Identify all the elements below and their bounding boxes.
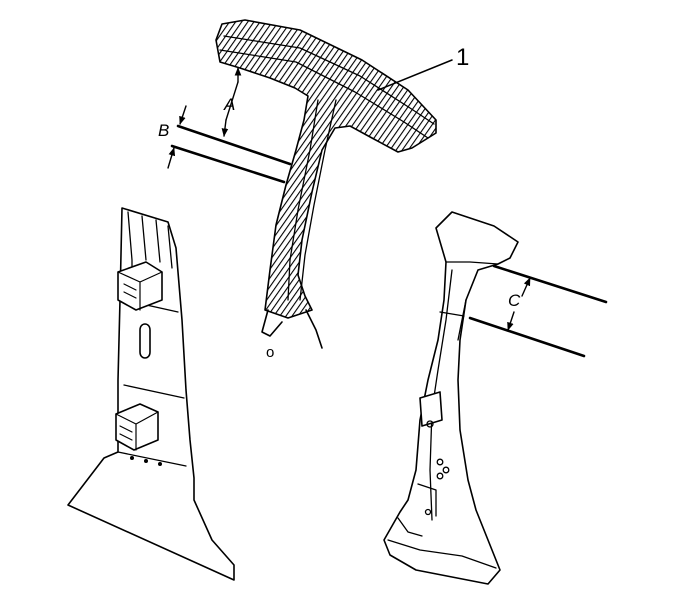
t-section-part <box>215 19 437 349</box>
callout-label: 1 <box>456 44 469 71</box>
dimension-c-label: C <box>508 291 521 310</box>
small-mark-label: o <box>266 344 274 361</box>
dimension-b-label: B <box>158 121 169 140</box>
left-pillar-panel <box>67 207 235 581</box>
right-pillar-panel <box>383 211 519 585</box>
dimension-a-label: A <box>223 95 235 114</box>
dimension-c <box>468 264 608 358</box>
dimension-b <box>167 105 292 184</box>
dimension-a <box>221 67 242 137</box>
callout-leader <box>377 59 453 91</box>
